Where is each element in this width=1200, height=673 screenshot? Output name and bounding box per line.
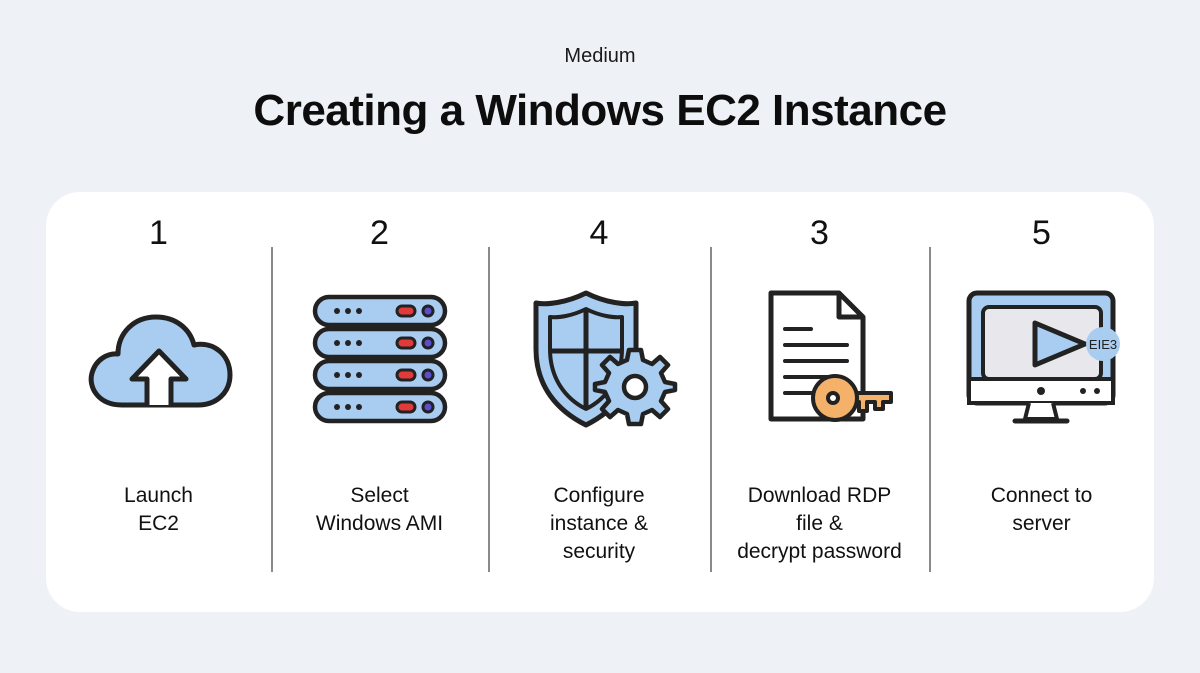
step-download-rdp: 3 Download RDP fi bbox=[710, 192, 929, 612]
step-number: 3 bbox=[810, 214, 829, 252]
step-select-ami: 2 bbox=[271, 192, 488, 612]
step-launch-ec2: 1 Launch EC2 bbox=[46, 192, 271, 612]
step-label: Select Windows AMI bbox=[315, 484, 444, 535]
monitor-play-icon: EIE3 bbox=[957, 287, 1127, 437]
cloud-upload-icon bbox=[74, 287, 244, 437]
step-number: 5 bbox=[1032, 214, 1051, 252]
divider bbox=[488, 247, 490, 572]
divider bbox=[271, 247, 273, 572]
divider bbox=[710, 247, 712, 572]
step-number: 1 bbox=[149, 214, 168, 252]
step-connect-server: 5 EIE3 Connect to server bbox=[929, 192, 1154, 612]
step-label: Download RDP file & decrypt password bbox=[737, 484, 902, 563]
steps-card: 1 Launch EC2 2 bbox=[46, 192, 1154, 612]
monitor-badge: EIE3 bbox=[1088, 337, 1116, 352]
step-configure-security: 4 Configure instance & security bbox=[488, 192, 710, 612]
server-stack-icon bbox=[295, 287, 465, 437]
step-label: Launch EC2 bbox=[124, 484, 193, 535]
step-label: Configure instance & security bbox=[549, 484, 649, 563]
shield-gear-icon bbox=[514, 287, 684, 437]
page-title: Creating a Windows EC2 Instance bbox=[253, 86, 947, 135]
step-label: Connect to server bbox=[990, 484, 1093, 535]
step-number: 4 bbox=[589, 214, 609, 252]
step-number: 2 bbox=[370, 214, 389, 252]
source-label: Medium bbox=[564, 45, 636, 67]
divider bbox=[929, 247, 931, 572]
document-key-icon bbox=[735, 287, 905, 437]
